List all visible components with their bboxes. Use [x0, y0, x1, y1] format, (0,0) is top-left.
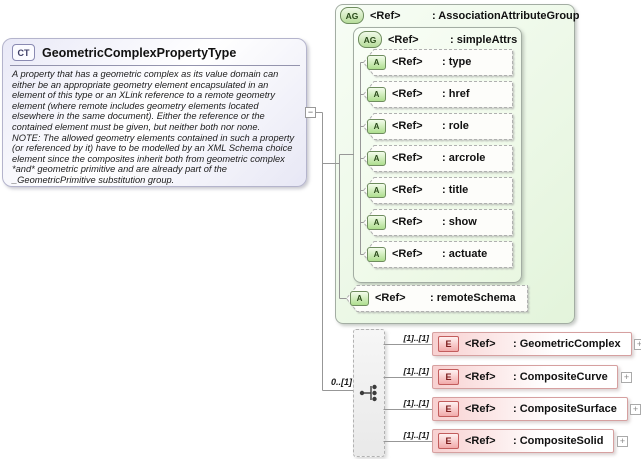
attribute-group-icon: AG: [340, 7, 364, 24]
element-icon: E: [438, 401, 459, 417]
ref-label: <Ref>: [392, 216, 423, 228]
complex-type-title: GeometricComplexPropertyType: [42, 45, 237, 60]
ref-label: <Ref>: [375, 292, 406, 304]
expand-button[interactable]: +: [634, 339, 641, 350]
ref-label: <Ref>: [392, 152, 423, 164]
attribute-name: : arcrole: [442, 152, 486, 164]
choice-compositor[interactable]: [353, 329, 385, 457]
attribute-row-role[interactable]: A <Ref> : role: [367, 113, 469, 139]
attribute-name: : remoteSchema: [430, 292, 516, 304]
complex-type-icon: CT: [12, 44, 35, 61]
element-ref-label: <Ref>: [465, 338, 496, 350]
complex-type-box[interactable]: CT GeometricComplexPropertyType A proper…: [2, 38, 307, 187]
cardinality-label: [1]..[1]: [403, 333, 430, 343]
attribute-row-show[interactable]: A <Ref> : show: [367, 209, 477, 235]
attribute-name: : href: [442, 88, 470, 100]
attribute-row-actuate[interactable]: A <Ref> : actuate: [367, 241, 487, 267]
element-name: : CompositeSolid: [513, 435, 604, 447]
complex-type-header: CT GeometricComplexPropertyType: [12, 44, 236, 61]
element-box-composite-solid[interactable]: E <Ref> : CompositeSolid: [432, 429, 614, 453]
expand-button[interactable]: +: [621, 372, 632, 383]
simple-attrs-header: AG <Ref> : simpleAttrs: [358, 31, 517, 48]
attribute-group-icon: AG: [358, 31, 382, 48]
attribute-icon: A: [367, 150, 386, 166]
attribute-name: : type: [442, 56, 472, 68]
element-box-composite-surface[interactable]: E <Ref> : CompositeSurface: [432, 397, 628, 421]
element-icon: E: [438, 433, 459, 449]
choice-compositor-icon: [359, 384, 377, 402]
attribute-icon: A: [367, 118, 386, 134]
attribute-icon: A: [350, 290, 369, 306]
element-box-composite-curve[interactable]: E <Ref> : CompositeCurve: [432, 365, 618, 389]
element-ref-label: <Ref>: [465, 371, 496, 383]
annotation-paragraph: A property that has a geometric complex …: [12, 69, 279, 132]
attribute-row-type[interactable]: A <Ref> : type: [367, 49, 471, 75]
element-ref-label: <Ref>: [465, 435, 496, 447]
ref-label: <Ref>: [392, 88, 423, 100]
attribute-name: : role: [442, 120, 469, 132]
element-name: : CompositeCurve: [513, 371, 608, 383]
cardinality-label: [1]..[1]: [403, 430, 430, 440]
collapse-button[interactable]: −: [305, 107, 316, 118]
ref-label: <Ref>: [392, 248, 423, 260]
element-icon: E: [438, 369, 459, 385]
attribute-icon: A: [367, 54, 386, 70]
title-separator: [10, 65, 300, 66]
ref-label: <Ref>: [388, 33, 419, 46]
element-box-geometric-complex[interactable]: E <Ref> : GeometricComplex: [432, 332, 632, 356]
attribute-icon: A: [367, 182, 386, 198]
attribute-row-arcrole[interactable]: A <Ref> : arcrole: [367, 145, 485, 171]
simple-attrs-name: : simpleAttrs: [450, 33, 518, 46]
attribute-name: : title: [442, 184, 469, 196]
ref-label: <Ref>: [392, 120, 423, 132]
expand-button[interactable]: +: [617, 436, 628, 447]
annotation-text: A property that has a geometric complex …: [12, 69, 302, 186]
choice-cardinality-label: 0..[1]: [330, 377, 352, 387]
element-name: : CompositeSurface: [513, 403, 617, 415]
cardinality-label: [1]..[1]: [403, 398, 430, 408]
element-icon: E: [438, 336, 459, 352]
ref-label: <Ref>: [370, 9, 401, 22]
attribute-icon: A: [367, 246, 386, 262]
expand-button[interactable]: +: [630, 404, 641, 415]
element-name: : GeometricComplex: [513, 338, 621, 350]
attribute-row-remote-schema[interactable]: A <Ref> : remoteSchema: [350, 285, 516, 311]
attribute-row-title[interactable]: A <Ref> : title: [367, 177, 468, 203]
attribute-group-name: : AssociationAttributeGroup: [432, 9, 580, 22]
attribute-group-header: AG <Ref> : AssociationAttributeGroup: [340, 7, 579, 24]
attribute-icon: A: [367, 214, 386, 230]
annotation-note: NOTE: The allowed geometry elements cont…: [12, 132, 295, 185]
attribute-name: : show: [442, 216, 477, 228]
attribute-icon: A: [367, 86, 386, 102]
ref-label: <Ref>: [392, 56, 423, 68]
attribute-name: : actuate: [442, 248, 488, 260]
element-ref-label: <Ref>: [465, 403, 496, 415]
ref-label: <Ref>: [392, 184, 423, 196]
attribute-row-href[interactable]: A <Ref> : href: [367, 81, 470, 107]
cardinality-label: [1]..[1]: [403, 366, 430, 376]
